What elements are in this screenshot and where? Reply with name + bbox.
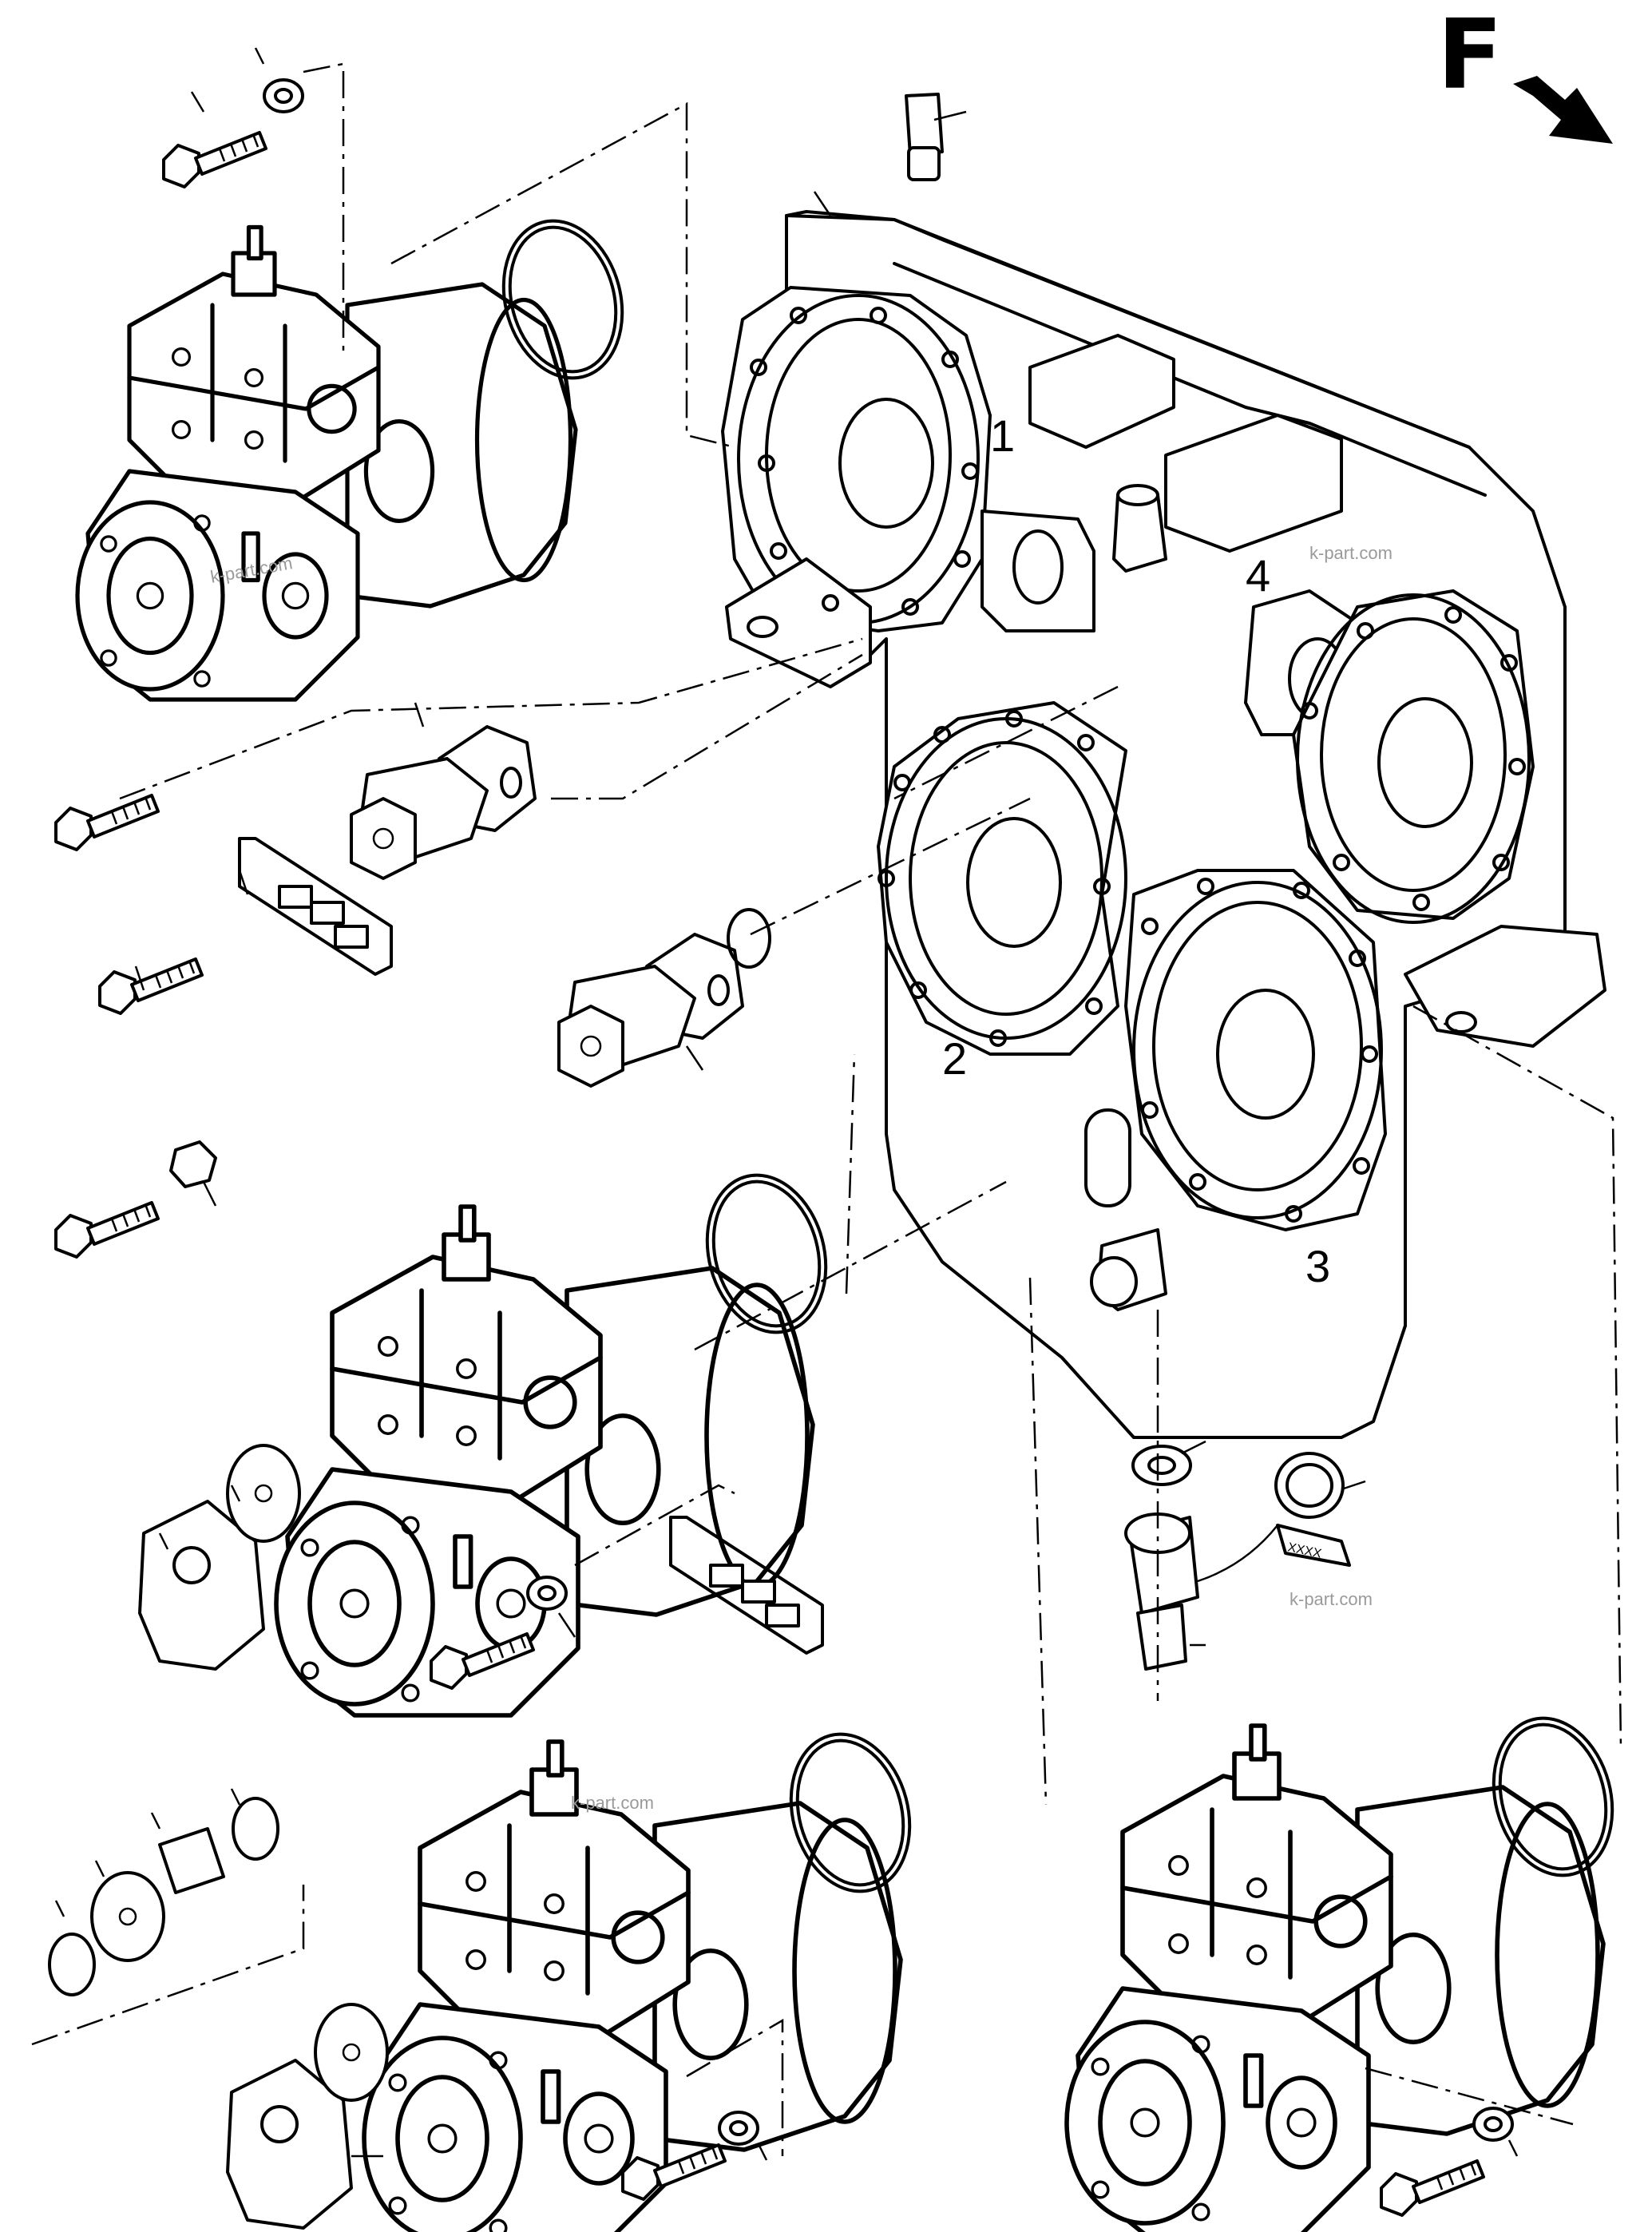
arrow-down-right-icon xyxy=(1513,76,1613,144)
hydraulic-pump-1 xyxy=(77,228,576,700)
port-label-3: 3 xyxy=(1305,1241,1330,1291)
charge-pump-2 xyxy=(226,2003,389,2230)
gear-motor-a xyxy=(350,725,537,880)
seal-kit xyxy=(48,1797,279,1996)
bolt-1 xyxy=(162,131,267,188)
gear-motor-b xyxy=(557,933,744,1088)
hydraulic-pump-3 xyxy=(364,1742,901,2232)
charge-pump-1 xyxy=(138,1444,301,1671)
watermark-2: k-part.com xyxy=(1309,543,1393,563)
port-label-2: 2 xyxy=(942,1033,967,1084)
washer-4 xyxy=(1472,2107,1514,2142)
bolt-2 xyxy=(54,794,160,851)
flange-bolts xyxy=(750,307,1526,1223)
washer-1 xyxy=(263,78,304,113)
watermark-4: k-part.com xyxy=(571,1793,654,1813)
hydraulic-pump-4 xyxy=(1067,1726,1603,2232)
port-label-4: 4 xyxy=(1246,550,1270,601)
washer-2 xyxy=(526,1576,568,1611)
washer-3 xyxy=(718,2111,759,2146)
gearbox-housing xyxy=(721,93,1606,1439)
bolt-4 xyxy=(54,1201,160,1259)
nut xyxy=(169,1140,217,1188)
bolt-3 xyxy=(98,957,204,1015)
port-labels: 1 2 3 4 xyxy=(942,410,1330,1291)
fill-plug-assembly: XXXX xyxy=(1124,1445,1351,1671)
bolt-7 xyxy=(1380,2159,1485,2217)
direction-letter: F xyxy=(1437,0,1503,111)
port-label-1: 1 xyxy=(990,410,1015,461)
hydraulic-pump-2 xyxy=(276,1207,813,1715)
watermark-3: k-part.com xyxy=(1290,1589,1373,1609)
assembly-lines xyxy=(31,62,1622,2156)
direction-indicator: F xyxy=(1437,0,1613,144)
o-ring-small xyxy=(727,908,771,969)
leader-ticks xyxy=(54,47,1519,2161)
